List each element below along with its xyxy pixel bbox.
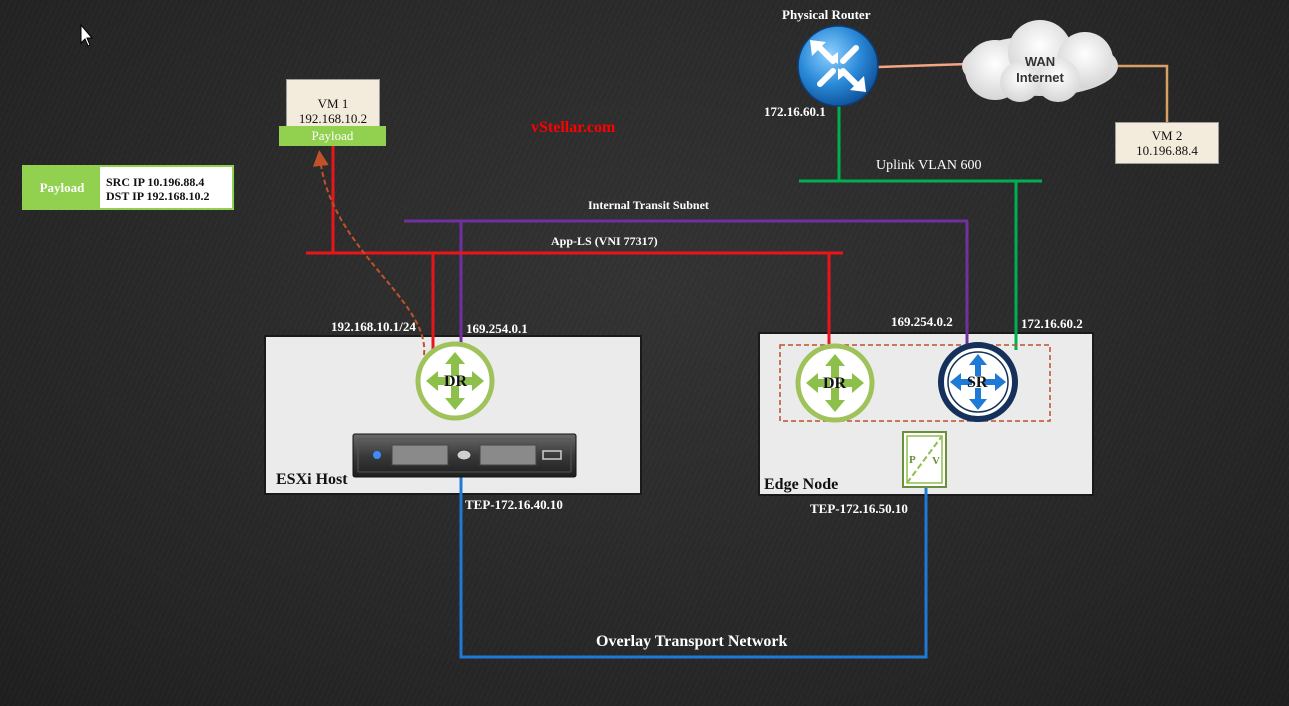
vm1-ip: 192.168.10.2 [298,111,368,126]
legend-src-ip: SRC IP 10.196.88.4 [106,175,205,189]
app-ls-label: App-LS (VNI 77317) [551,234,658,248]
edge-uplink-ip: 172.16.60.2 [1021,316,1083,331]
esxi-dr-label: DR [444,373,468,390]
wan-label: WAN [1024,54,1056,69]
wan-cloud-icon [962,20,1118,102]
edge-dr-router-icon [795,343,875,423]
wan-cloud-label: WAN Internet [1005,54,1075,86]
packet-path-arrow [312,150,426,356]
edge-transit-ip: 169.254.0.2 [891,314,953,329]
physical-router-ip: 172.16.60.1 [764,104,826,119]
transit-subnet-label: Internal Transit Subnet [588,198,709,212]
overlay-transport-line [459,470,928,659]
internet-label: Internet [1016,70,1064,85]
esxi-transit-ip: 169.254.0.1 [466,321,528,336]
uplink-vlan-label: Uplink VLAN 600 [876,158,982,173]
legend-ip-text: SRC IP 10.196.88.4 DST IP 192.168.10.2 [106,175,209,203]
esxi-app-ip: 192.168.10.1/24 [331,319,416,334]
router-wan-link [877,62,969,69]
overlay-network-label: Overlay Transport Network [596,633,788,650]
edge-router-container [779,344,1051,422]
edge-vtep-icon [902,431,947,488]
wan-vm2-link [1114,64,1169,122]
edge-node-title: Edge Node [764,476,839,493]
vm2-ip: 10.196.88.4 [1136,143,1198,158]
mouse-cursor-icon [80,23,94,47]
esxi-tep-label: TEP-172.16.40.10 [465,497,563,512]
physical-router-icon [797,25,879,107]
edge-sr-label: SR [967,374,988,391]
edge-dr-label: DR [823,375,847,392]
watermark-text: vStellar.com [531,119,616,136]
esxi-server-icon [352,433,577,478]
edge-sr-router-icon [938,342,1018,422]
vtep-p-label: P [909,454,916,466]
physical-router-title: Physical Router [782,7,871,22]
vtep-v-label: V [932,455,940,467]
vm2-name: VM 2 [1151,128,1183,143]
edge-tep-label: TEP-172.16.50.10 [810,501,908,516]
legend-payload-label: Payload [24,167,100,208]
vm1-box: VM 1 192.168.10.2 [286,79,380,129]
esxi-dr-router-icon [415,341,495,421]
legend-dst-ip: DST IP 192.168.10.2 [106,189,210,203]
esxi-host-title: ESXi Host [276,471,348,488]
vm1-payload-tag: Payload [279,126,386,146]
packet-legend: Payload SRC IP 10.196.88.4 DST IP 192.16… [22,165,234,210]
vm2-box: VM 2 10.196.88.4 [1115,122,1219,164]
vm1-name: VM 1 [317,96,349,111]
